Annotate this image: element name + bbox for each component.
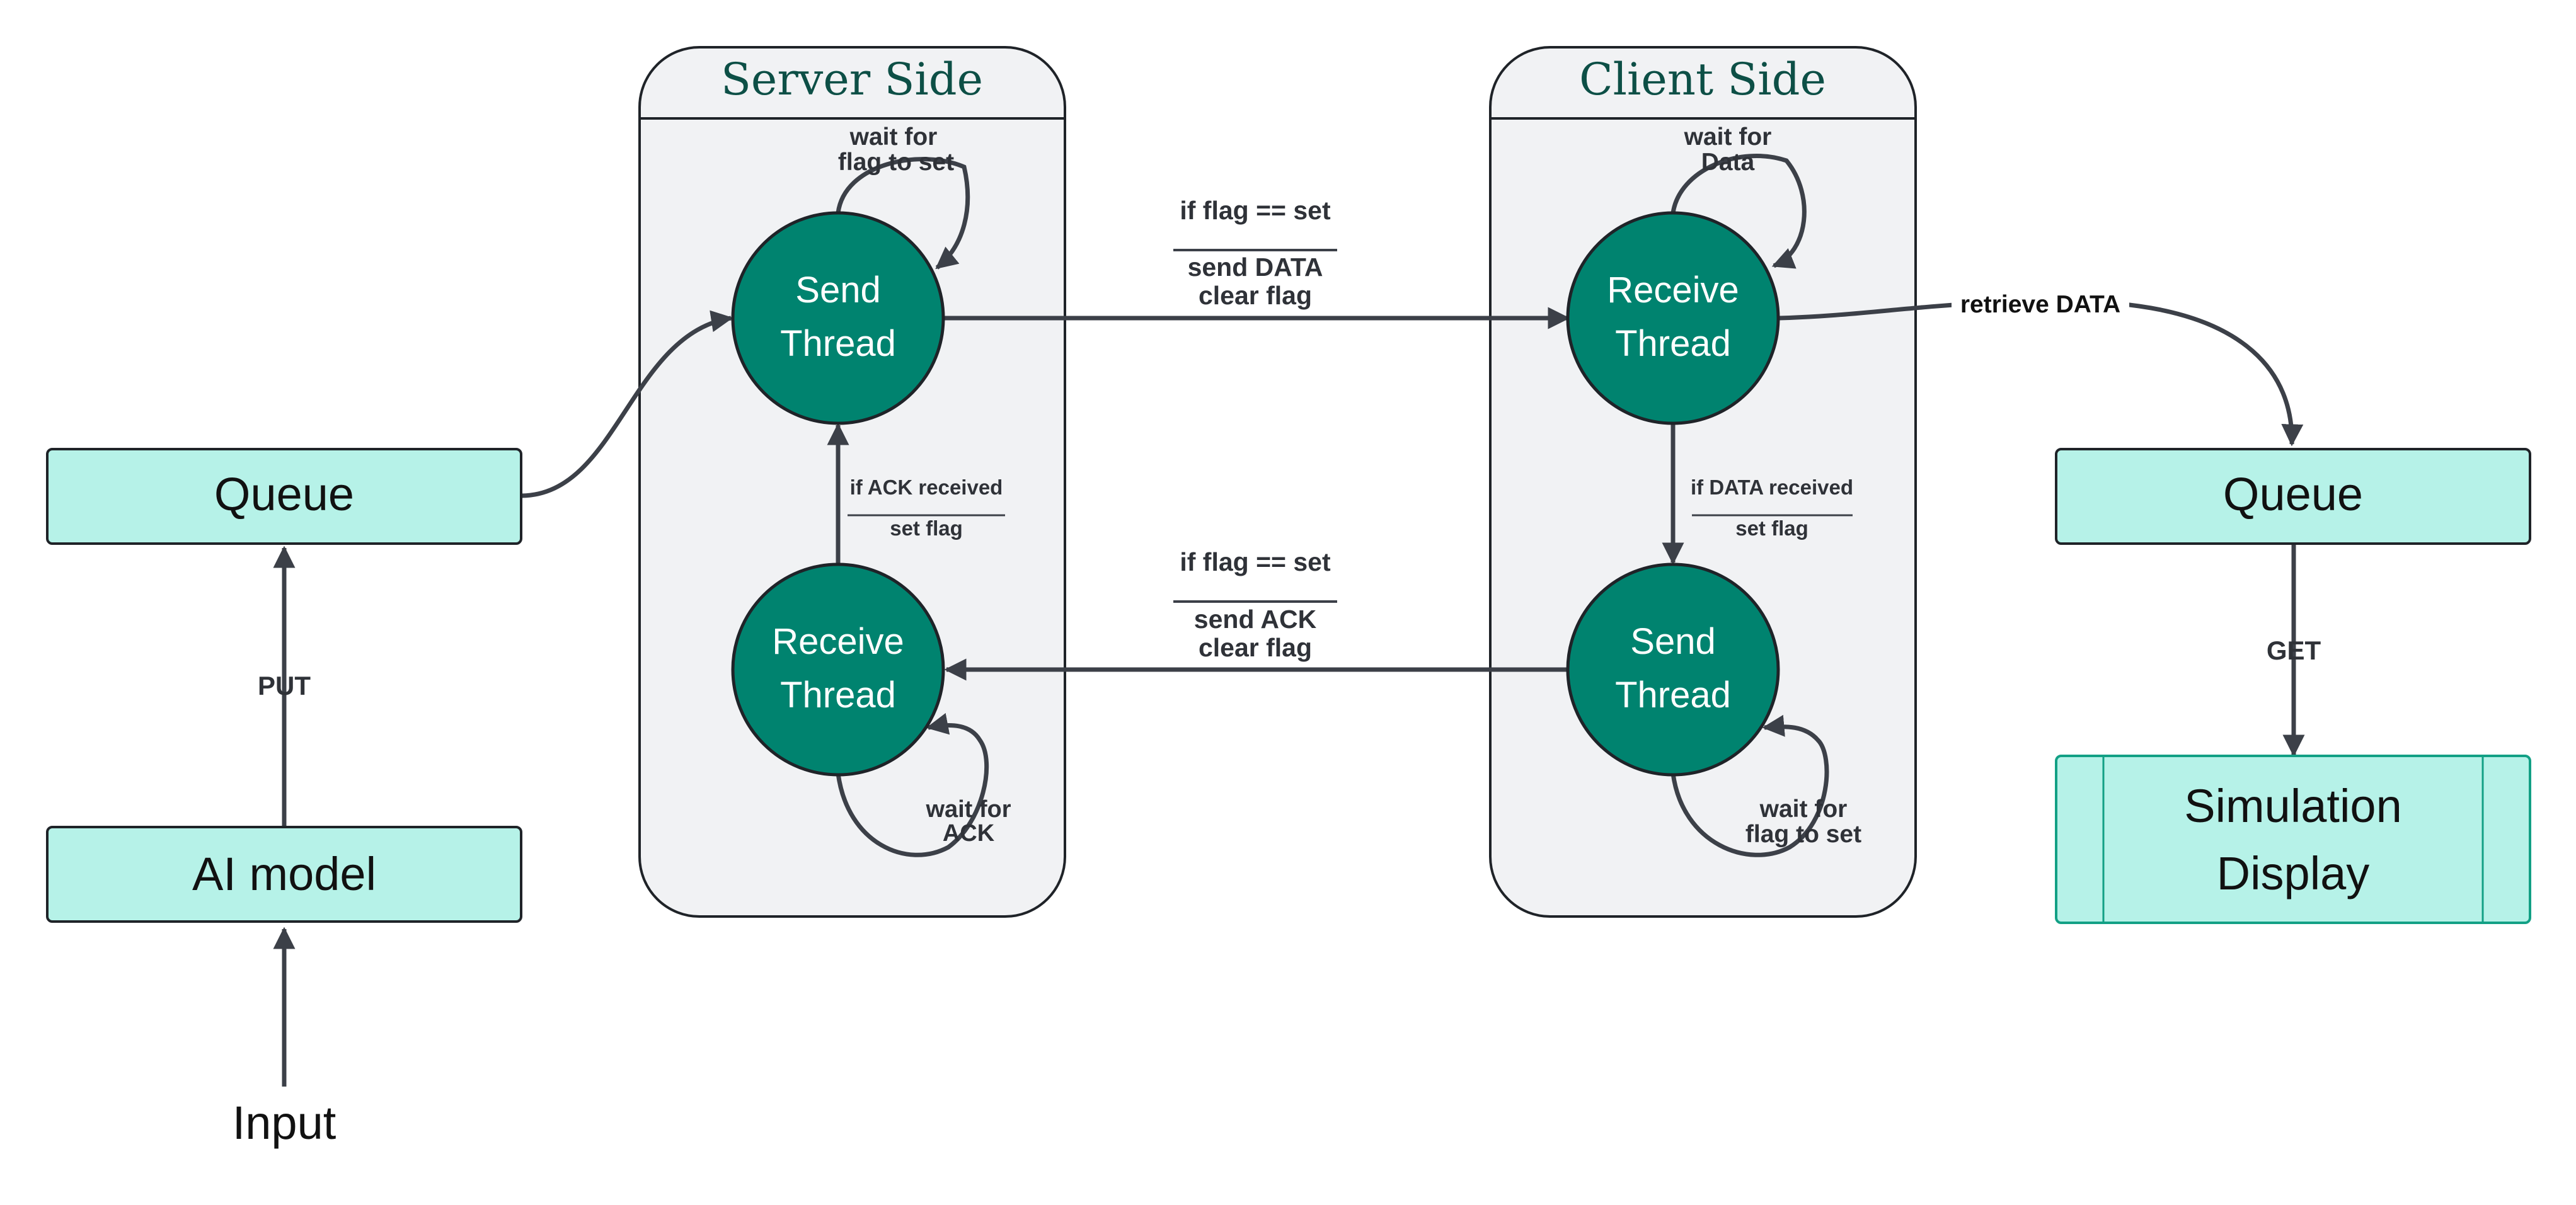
left-queue-box: Queue: [46, 448, 522, 545]
ack-received-condition: if ACK received: [850, 476, 1003, 499]
server-wait-ack-label-2: ACK: [943, 820, 995, 847]
send-ack-condition: if flag == set: [1180, 547, 1331, 576]
client-receive-thread: Receive Thread: [1566, 211, 1780, 425]
queue-to-send-thread-arrow: [521, 310, 733, 498]
server-receive-thread-line1: Receive: [772, 621, 904, 662]
left-queue-label: Queue: [214, 468, 354, 520]
data-received-condition: if DATA received: [1691, 476, 1853, 499]
client-send-self-loop: [1670, 714, 1829, 857]
client-send-thread-line1: Send: [1630, 621, 1715, 662]
retrieve-data-label: retrieve DATA: [1960, 291, 2120, 318]
right-queue-box: Queue: [2055, 448, 2531, 545]
data-received-action: set flag: [1735, 517, 1808, 540]
server-receive-thread-line2: Thread: [780, 675, 896, 716]
client-receive-thread-line1: Receive: [1607, 270, 1739, 311]
server-send-thread: Send Thread: [731, 211, 945, 425]
simulation-display-box: Simulation Display: [2055, 755, 2531, 924]
get-label: GET: [2267, 636, 2321, 665]
client-send-thread: Send Thread: [1566, 563, 1780, 777]
server-wait-flag-label-2: flag to set: [838, 149, 954, 176]
ai-model-box: AI model: [46, 826, 522, 923]
server-wait-flag-label-1: wait for: [849, 123, 938, 151]
server-receive-self-loop: [836, 712, 989, 857]
client-wait-flag-label-1: wait for: [1759, 796, 1848, 823]
send-data-action-2: clear flag: [1199, 281, 1312, 310]
client-wait-data-label-2: Data: [1701, 149, 1755, 176]
client-wait-flag-label-2: flag to set: [1745, 821, 1861, 848]
server-send-thread-line1: Send: [795, 270, 880, 311]
input-label: Input: [233, 1097, 336, 1149]
simulation-display-line1: Simulation: [2184, 780, 2402, 832]
server-send-thread-line2: Thread: [780, 323, 896, 364]
client-wait-data-label-1: wait for: [1684, 123, 1772, 151]
put-label: PUT: [258, 671, 311, 700]
client-receive-self-loop: [1670, 154, 1807, 269]
simulation-display-line2: Display: [2217, 847, 2370, 899]
server-side-title: Server Side: [721, 54, 983, 105]
server-receive-thread: Receive Thread: [731, 563, 945, 777]
send-data-action-1: send DATA: [1188, 253, 1323, 282]
client-receive-thread-line2: Thread: [1615, 323, 1731, 364]
send-ack-action-2: clear flag: [1199, 633, 1312, 662]
send-data-condition: if flag == set: [1180, 196, 1331, 225]
send-ack-action-1: send ACK: [1194, 605, 1317, 634]
server-send-self-loop: [836, 157, 970, 270]
client-send-thread-line2: Thread: [1615, 675, 1731, 716]
client-side-title: Client Side: [1579, 54, 1826, 105]
ai-model-label: AI model: [192, 848, 376, 900]
server-wait-ack-label-1: wait for: [925, 796, 1011, 823]
right-queue-label: Queue: [2223, 468, 2363, 520]
ack-received-action: set flag: [890, 517, 963, 540]
